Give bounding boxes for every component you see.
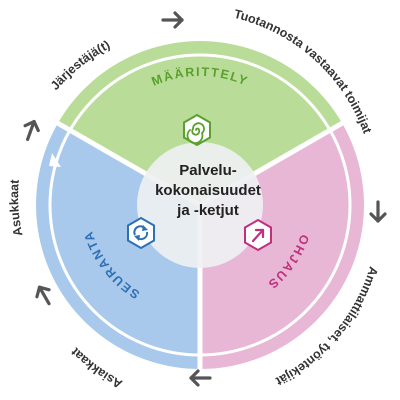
center-circle [137,142,263,268]
flow-arrow-icon [23,119,40,141]
label-asiakkaat: Asiakkaat [68,344,125,391]
arrow-up-right-icon [244,218,272,252]
center-title-line-1: Palvelu- [179,162,237,179]
label-asukkaat: Asukkaat [7,178,25,237]
cycle-arrows-icon [127,216,155,250]
flow-arrow-icon [369,200,387,223]
center-title-line-2: kokonaisuudet [155,182,261,199]
flow-arrow-icon [189,369,212,387]
center-title-line-3: ja -ketjut [176,202,239,219]
spiral-icon [183,113,211,147]
ring-arrowhead [49,153,61,167]
flow-arrow-icon [35,285,51,306]
flow-arrow-icon [161,11,184,29]
